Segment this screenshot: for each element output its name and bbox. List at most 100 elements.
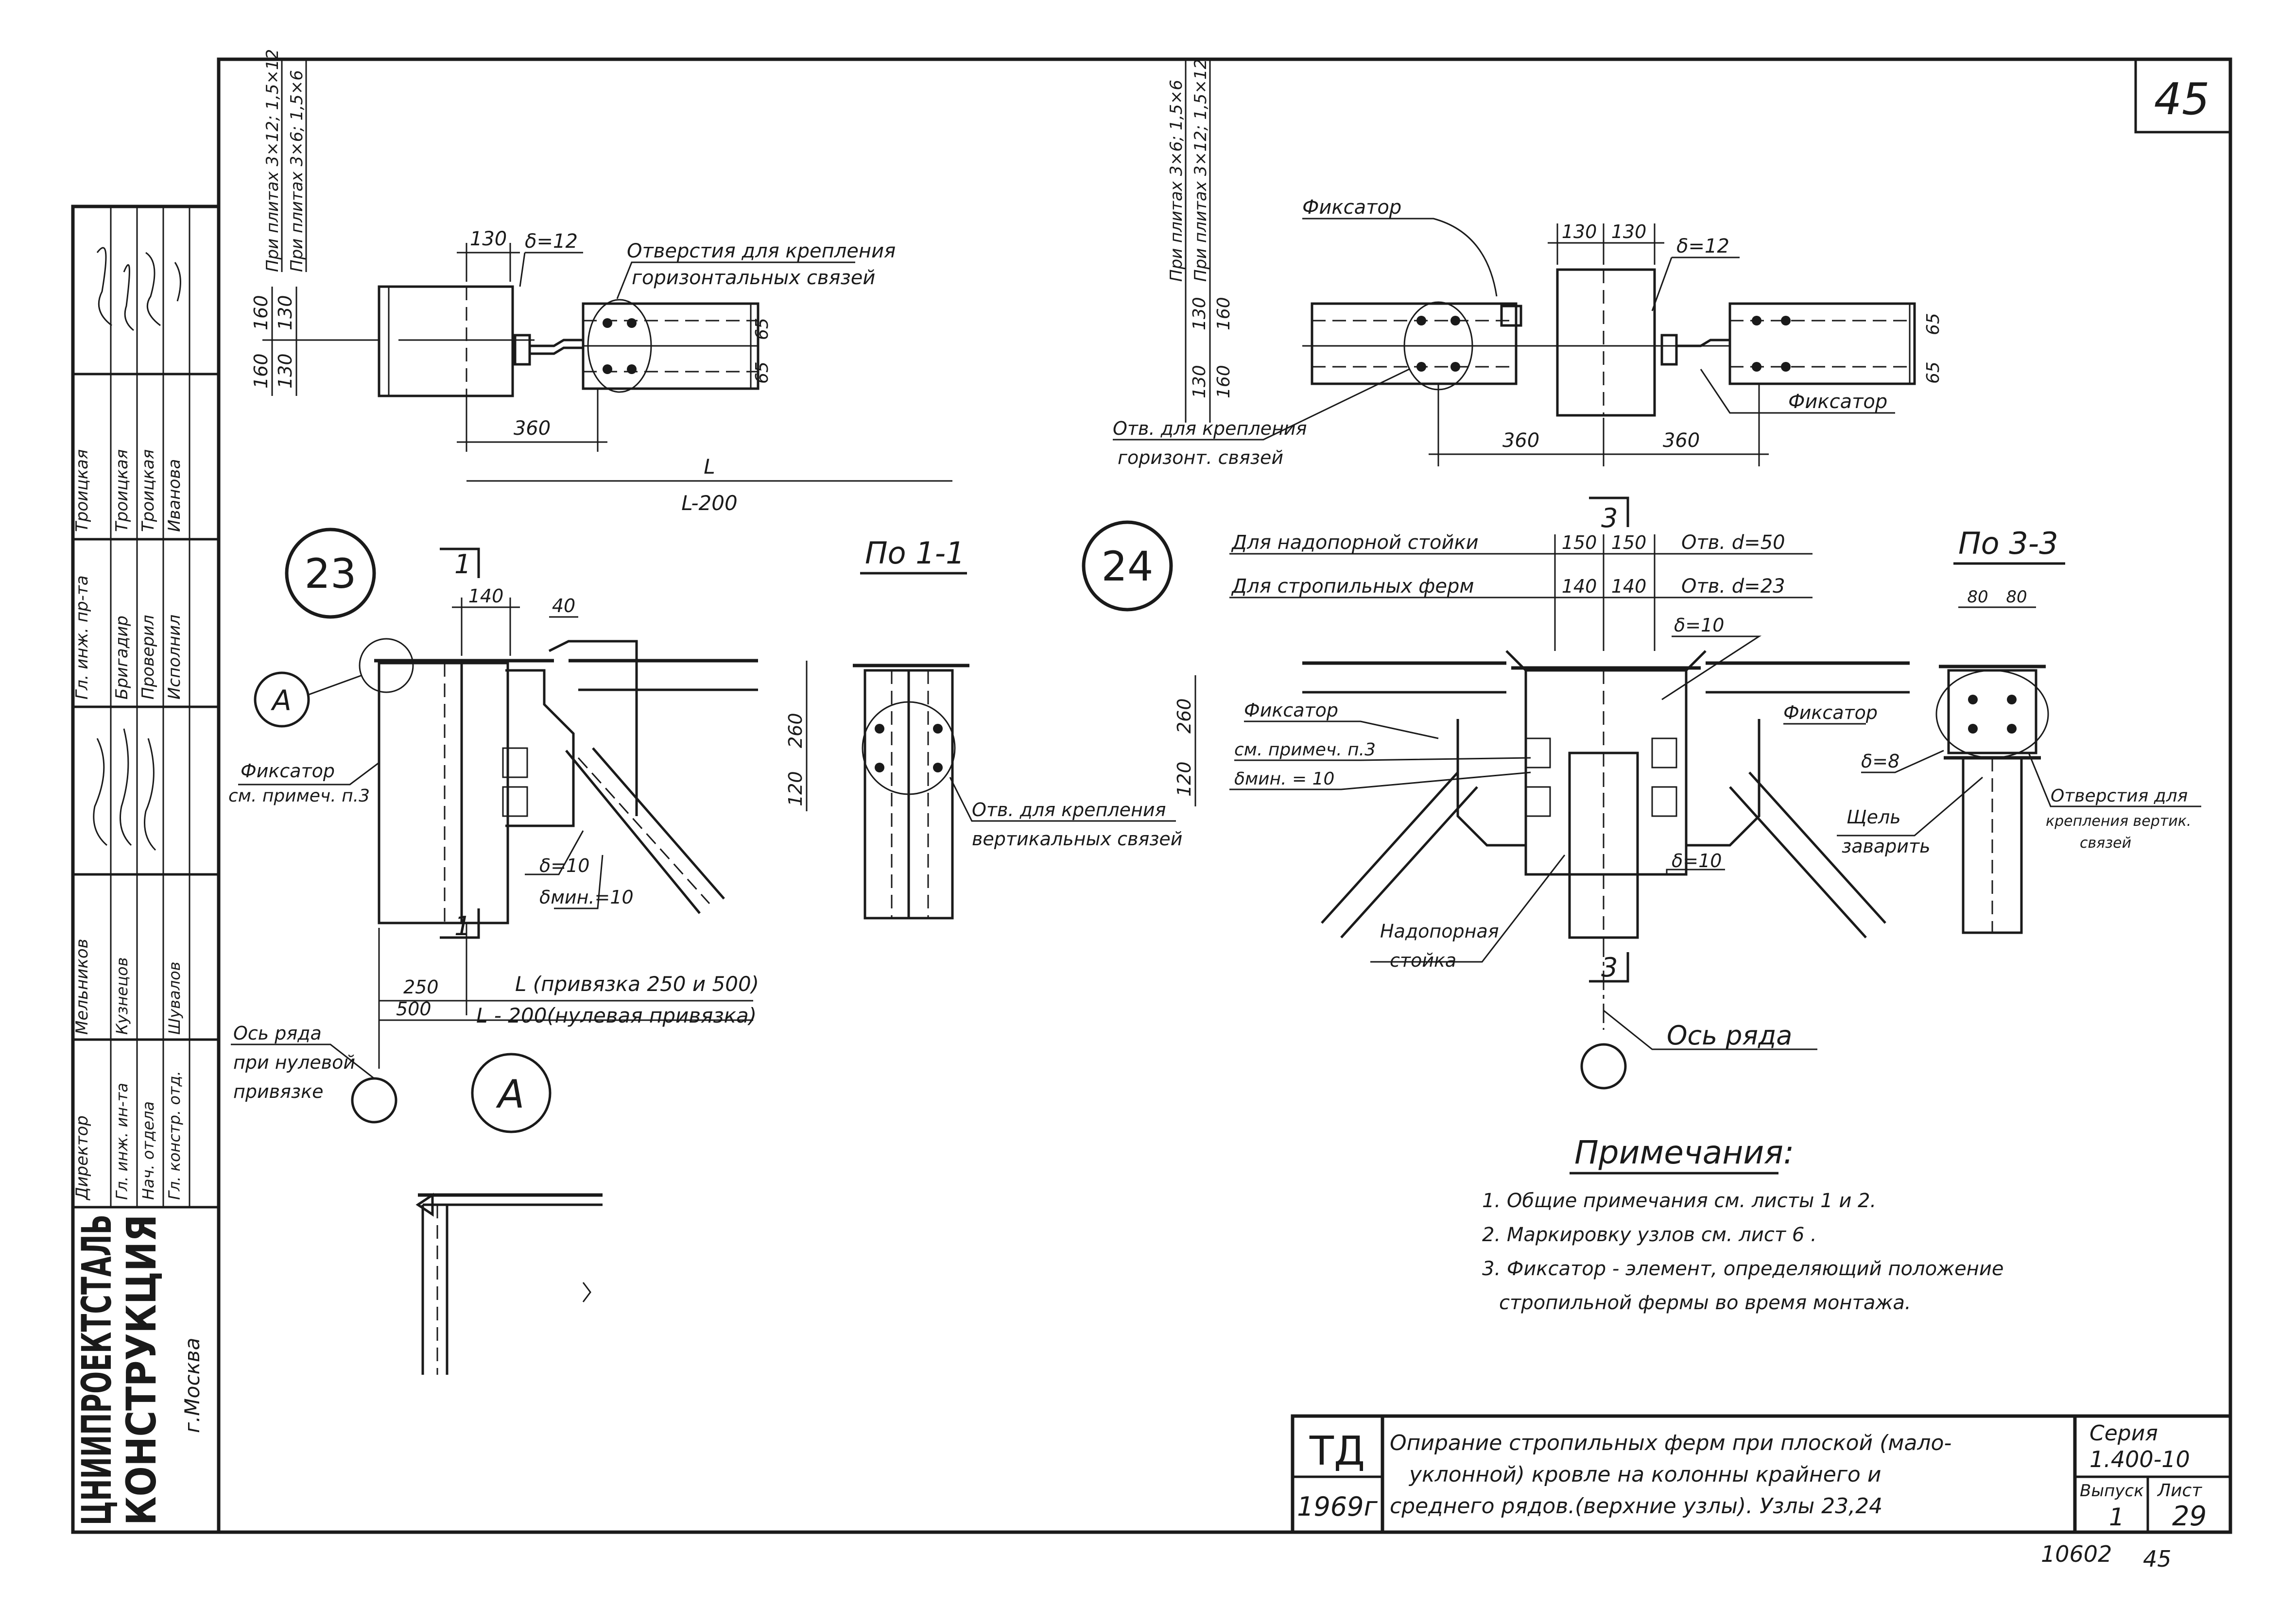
note-2: 2. Маркировку узлов см. лист 6 . (1482, 1224, 1817, 1246)
n24-dim-160: 160 (1214, 297, 1234, 330)
tb-issue-label: Выпуск (2080, 1481, 2144, 1501)
n24-dim-160b: 160 (1214, 365, 1234, 398)
tb-year: 1969г (1297, 1491, 1378, 1522)
n23-holes-note-1: Отверстия для крепления (627, 240, 896, 262)
org-city: г.Москва (180, 1338, 204, 1433)
n24-post-1: Надопорная (1380, 921, 1499, 942)
n23-dim-L200-bind: L - 200(нулевая привязка) (476, 1004, 757, 1027)
n24-width-130b: 130 (1611, 221, 1647, 242)
n24-fix-left: Фиксатор (1244, 700, 1338, 721)
n24-fix-right: Фиксатор (1783, 702, 1878, 723)
n24-sect-weld-1: Щель (1847, 806, 1901, 828)
n24-sect-thick8: δ=8 (1861, 751, 1899, 772)
notes-title: Примечания: (1574, 1134, 1794, 1171)
node23-elevation: 23 1 1 140 40 260 120 δ=10 δмин.= (228, 528, 808, 1133)
footer-code: 10602 (2041, 1541, 2112, 1567)
tb-code: ТД (1309, 1428, 1365, 1474)
stamp-role-director: Директор (72, 1115, 92, 1201)
n24-sect-weld-2: заварить (1842, 836, 1931, 857)
footer-page: 45 (2143, 1546, 2172, 1572)
note-4: стропильной фермы во время монтажа. (1499, 1292, 1911, 1314)
n24-span-360a: 360 (1502, 429, 1539, 452)
node23-section-1-1: По 1-1 Отв. для крепления вертикальных с… (853, 535, 1183, 920)
n23-vert-holes-2: вертикальных связей (972, 828, 1183, 850)
n23-dim-140: 140 (468, 585, 504, 607)
n24-sect-holes-2: крепления вертик. (2046, 813, 2191, 830)
n24-sect-80b: 80 (2006, 587, 2027, 607)
n24-dim-120: 120 (1174, 761, 1195, 797)
org-line2: КОНСТРУКЦИЯ (118, 1214, 165, 1525)
n24-fixator-top: Фиксатор (1302, 196, 1401, 219)
n23-detail-A-circle (471, 1053, 552, 1133)
stamp-name-executor: Иванова (165, 459, 184, 532)
tb-sheet-value: 29 (2172, 1501, 2207, 1532)
n23-fixator-2: см. примеч. п.3 (228, 786, 370, 806)
n23-dim-65a: 65 (752, 318, 772, 340)
n24-thick-min: δмин. = 10 (1234, 769, 1334, 789)
stamp-role-chief-designer: Гл. констр. отд. (165, 1071, 184, 1200)
n23-fixator-1: Фиксатор (241, 760, 335, 782)
tb-title-3: среднего рядов.(верхние узлы). Узлы 23,2… (1390, 1494, 1882, 1519)
n23-dim-260: 260 (785, 713, 806, 748)
node23-detail-A (415, 1193, 603, 1375)
n23-dim-L: L (704, 455, 715, 478)
n24-row1-b: 150 (1611, 532, 1647, 553)
n24-row2-label: Для стропильных ферм (1231, 575, 1474, 598)
n23-dim-500: 500 (396, 998, 432, 1020)
n23-dim-160a: 160 (250, 295, 272, 330)
tb-series-value: 1.400-10 (2089, 1446, 2190, 1472)
n24-post-2: стойка (1390, 950, 1456, 971)
n24-sect-holes-3: связей (2080, 835, 2131, 852)
n23-plan-side-1: При плитах 3×12; 1,5×12 (263, 49, 282, 272)
n23-thick-min: δмин.=10 (539, 887, 634, 908)
tb-sheet-label: Лист (2157, 1481, 2202, 1501)
stamp-role-brigadier: Бригадир (112, 615, 132, 700)
n24-dim-65a: 65 (1923, 313, 1943, 335)
left-stamp (73, 206, 219, 1209)
n24-dim-130: 130 (1190, 297, 1209, 330)
n23-thick-10: δ=10 (539, 855, 589, 876)
n24-width-130a: 130 (1562, 221, 1597, 242)
n24-row1-hole: Отв. d=50 (1681, 531, 1785, 554)
n23-dim-160b: 160 (250, 353, 272, 389)
n24-axis: Ось ряда (1667, 1020, 1792, 1051)
n23-section-title: По 1-1 (865, 535, 965, 571)
n24-thick-10a: δ=10 (1674, 615, 1724, 636)
n24-note-3: см. примеч. п.3 (1234, 740, 1376, 760)
n23-dim-130: 130 (470, 228, 507, 250)
title-block: ТД 1969г Опирание стропильных ферм при п… (1291, 1414, 2232, 1534)
tb-title-2: уклонной) кровле на колонны крайнего и (1408, 1462, 1881, 1487)
n23-A-label: А (270, 684, 292, 717)
tb-issue-value: 1 (2109, 1503, 2124, 1531)
n24-row2-b: 140 (1611, 576, 1647, 597)
node24-section-3-3: По 3-3 80 80 δ=8 Щель заварить Отверстия… (1837, 526, 2201, 934)
n23-dim-65b: 65 (752, 361, 772, 384)
stamp-role-chief-eng: Гл. инж. ин-та (113, 1083, 131, 1200)
n23-detail-A-label: А (496, 1072, 525, 1117)
n23-axis-note-2: при нулевой (233, 1052, 355, 1073)
n24-thick-10b: δ=10 (1672, 850, 1722, 871)
n23-dim-L200: L-200 (681, 491, 737, 515)
node24-elevation: 24 3 3 Для надопорной стойки 150 150 Отв… (1082, 496, 1910, 1090)
n23-dim-130b: 130 (275, 353, 296, 389)
n23-axis-note-1: Ось ряда (233, 1023, 322, 1044)
tb-title-1: Опирание стропильных ферм при плоской (м… (1390, 1431, 1951, 1455)
n24-plan-side-2: При плитах 3×12; 1,5×12 (1191, 59, 1210, 282)
n24-node-circle (1082, 520, 1173, 612)
n24-dim-260: 260 (1174, 698, 1195, 734)
n23-section-mark-top: 1 (454, 549, 471, 580)
organization-block: ЦНИИПРОЕКТСТАЛЬ КОНСТРУКЦИЯ г.Москва (73, 1214, 204, 1525)
n24-row2-a: 140 (1562, 576, 1597, 597)
n23-vert-holes-1: Отв. для крепления (972, 799, 1166, 820)
stamp-roles: Директор Мельников Гл. инж. ин-та Кузнец… (72, 449, 184, 1201)
n24-thickness: δ=12 (1676, 235, 1729, 257)
n24-dim-130b: 130 (1190, 365, 1209, 398)
stamp-role-executor: Исполнил (165, 615, 184, 700)
n23-node-id: 23 (305, 550, 357, 598)
n23-node-circle (285, 528, 376, 619)
n24-section-mark-top: 3 (1601, 503, 1618, 533)
tb-series-label: Серия (2089, 1421, 2158, 1446)
sheet-number-box (2134, 58, 2232, 134)
n24-holes-1: Отв. для крепления (1113, 418, 1307, 439)
